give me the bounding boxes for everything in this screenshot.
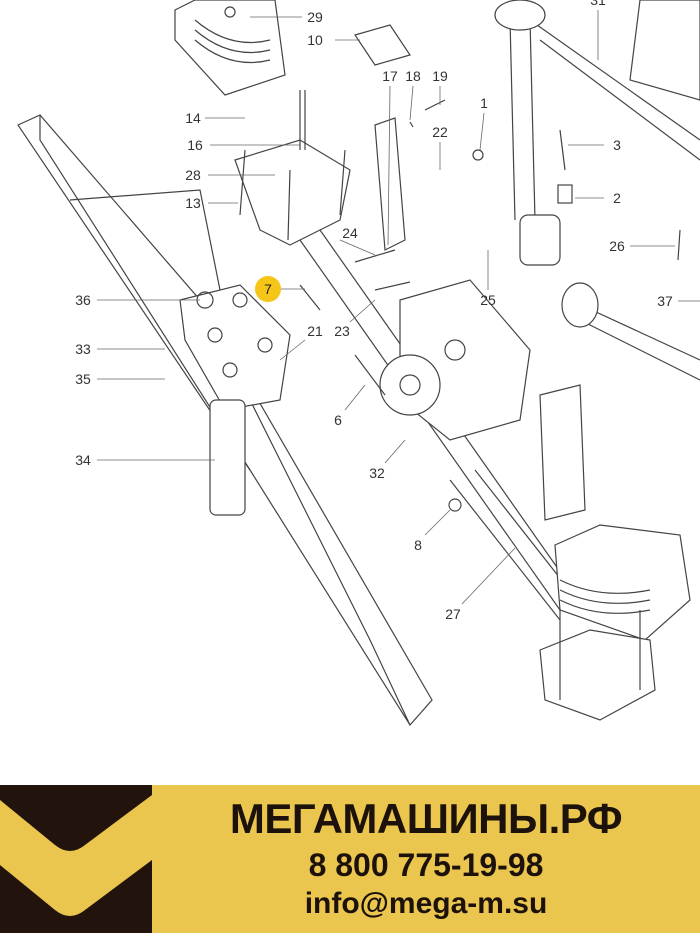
plate-10 [354, 24, 411, 66]
air-spring-top [174, 0, 286, 96]
callout-29: 29 [307, 9, 323, 25]
callout-16: 16 [187, 137, 203, 153]
callout-26: 26 [609, 238, 625, 254]
callout-34: 34 [75, 452, 91, 468]
callout-28: 28 [185, 167, 201, 183]
callout-36: 36 [75, 292, 91, 308]
callout-17: 17 [382, 68, 398, 84]
right-bracket [539, 384, 586, 521]
u-bolt-clamp [234, 90, 351, 246]
callout-6: 6 [334, 412, 342, 428]
callout-35: 35 [75, 371, 91, 387]
callout-33: 33 [75, 341, 91, 357]
callout-8: 8 [414, 537, 422, 553]
callout-27: 27 [445, 606, 461, 622]
callout-25: 25 [480, 292, 496, 308]
brand-name[interactable]: МЕГАМАШИНЫ.РФ [229, 795, 623, 842]
brand-logo [0, 785, 152, 933]
email-address[interactable]: info@mega-m.su [304, 887, 548, 920]
callout-18: 18 [405, 68, 421, 84]
chevron-logo-icon [0, 795, 152, 916]
callout-10: 10 [307, 32, 323, 48]
callout-23: 23 [334, 323, 350, 339]
callout-13: 13 [185, 195, 201, 211]
callout-32: 32 [369, 465, 385, 481]
diagram-drawing [17, 0, 700, 727]
callout-37: 37 [657, 293, 673, 309]
bolts [299, 99, 681, 512]
air-spring-bottom [539, 524, 691, 721]
callout-21: 21 [307, 323, 323, 339]
axle-housing [379, 279, 531, 441]
bracket-plate [374, 117, 406, 251]
callout-24: 24 [342, 225, 358, 241]
a-frame [494, 0, 700, 381]
callout-7-highlighted[interactable]: 7 [255, 276, 281, 302]
brand-banner: МЕГАМАШИНЫ.РФ 8 800 775-19-98 info@mega-… [0, 785, 700, 933]
parts-diagram: 29 10 17 18 19 1 14 22 3 16 28 2 13 24 2… [17, 0, 700, 727]
callout-19: 19 [432, 68, 448, 84]
callout-3: 3 [613, 137, 621, 153]
callout-1: 1 [480, 95, 488, 111]
callout-31: 31 [590, 0, 606, 8]
phone-number[interactable]: 8 800 775-19-98 [308, 847, 544, 883]
callout-14: 14 [185, 110, 201, 126]
callout-2: 2 [613, 190, 621, 206]
leader-lines [97, 10, 700, 605]
clamp-plate [179, 284, 291, 516]
callout-22: 22 [432, 124, 448, 140]
